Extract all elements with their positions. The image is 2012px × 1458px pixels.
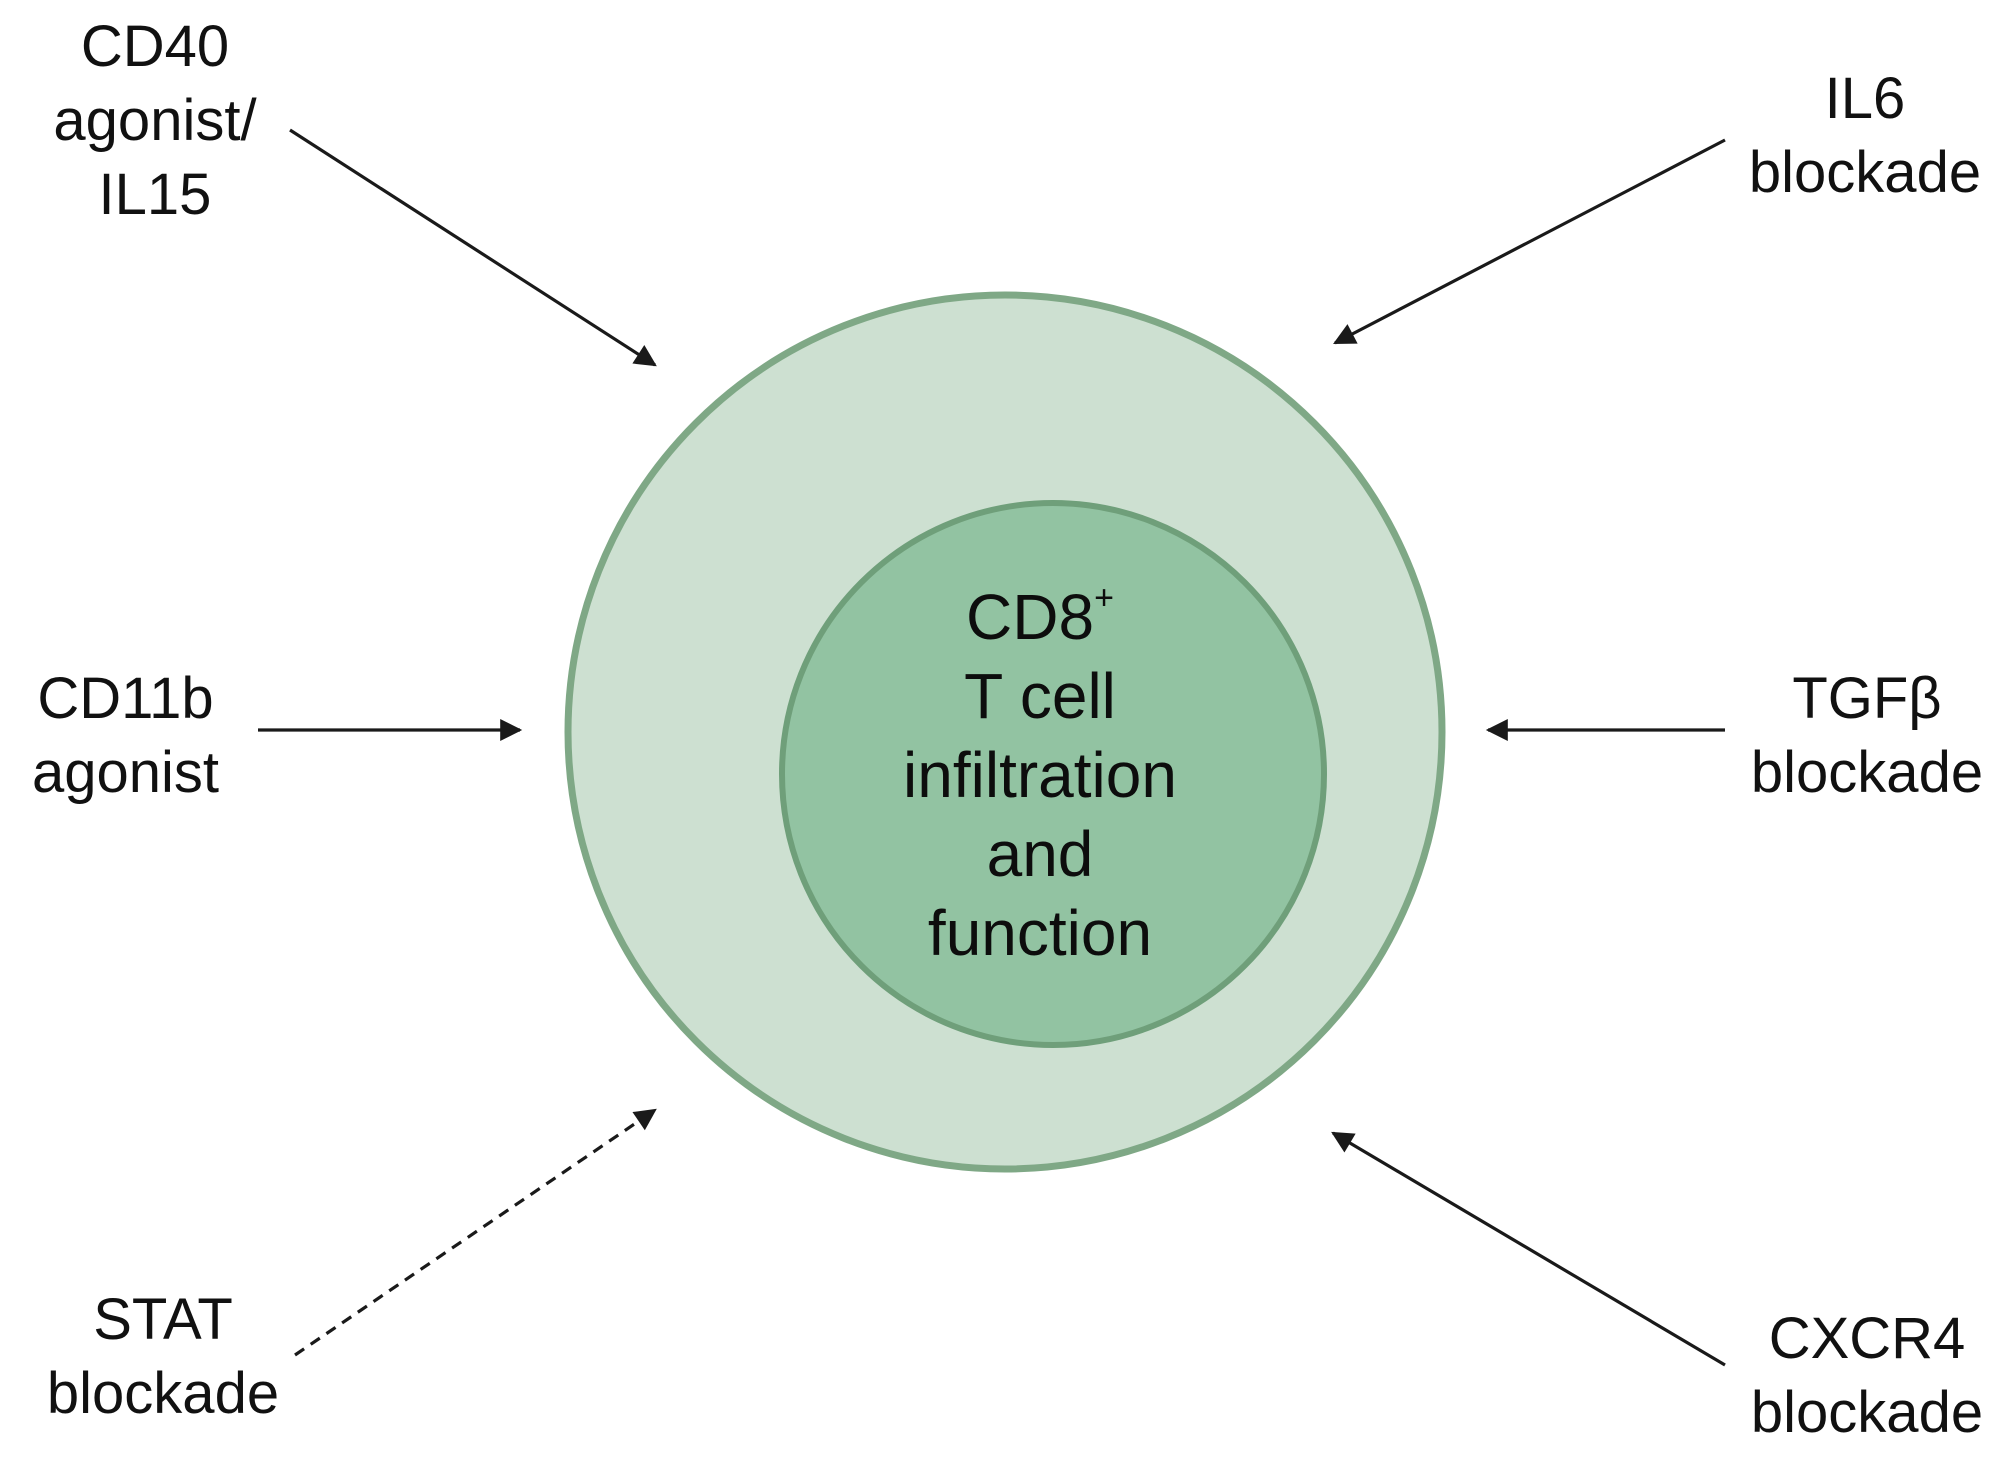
center-line-2: T cell <box>964 660 1116 732</box>
label-top-left: CD40 agonist/ IL15 <box>20 10 290 232</box>
label-bottom-right: CXCR4 blockade <box>1732 1302 2002 1450</box>
label-middle-left: CD11b agonist <box>8 662 243 810</box>
label-top-right-line-2: blockade <box>1748 140 1982 205</box>
label-bottom-left-line-2: blockade <box>46 1361 280 1426</box>
label-middle-left-line-2: agonist <box>31 740 220 805</box>
label-top-right-line-1: IL6 <box>1824 66 1906 131</box>
center-line-3: infiltration <box>903 739 1177 811</box>
label-middle-right-line-2: blockade <box>1750 740 1984 805</box>
arrow-top-right <box>1333 138 1726 345</box>
center-line-5: function <box>927 897 1153 969</box>
label-top-left-line-3: IL15 <box>98 162 212 227</box>
label-bottom-right-line-2: blockade <box>1750 1380 1984 1445</box>
arrow-bottom-right <box>1331 1131 1726 1367</box>
label-middle-right: TGFβ blockade <box>1732 662 2002 810</box>
arrow-bottom-left-dashed <box>294 1108 657 1357</box>
label-bottom-right-line-1: CXCR4 <box>1768 1306 1966 1371</box>
center-line-4: and <box>986 818 1094 890</box>
label-top-right: IL6 blockade <box>1730 62 2000 210</box>
center-cd8: CD8 <box>966 581 1095 653</box>
inner-tcell-circle <box>779 500 1327 1048</box>
label-middle-left-line-1: CD11b <box>37 666 214 731</box>
label-bottom-left: STAT blockade <box>28 1283 298 1431</box>
label-top-left-line-1: CD40 <box>80 14 230 79</box>
arrow-top-left <box>289 128 657 367</box>
center-cd8-superscript: + <box>1094 579 1114 617</box>
label-middle-right-line-1: TGFβ <box>1792 666 1942 731</box>
center-line-1: CD8+ <box>820 578 1260 657</box>
label-top-left-line-2: agonist/ <box>53 88 257 153</box>
center-label: CD8+ T cell infiltration and function <box>820 578 1260 973</box>
label-bottom-left-line-1: STAT <box>93 1287 233 1352</box>
